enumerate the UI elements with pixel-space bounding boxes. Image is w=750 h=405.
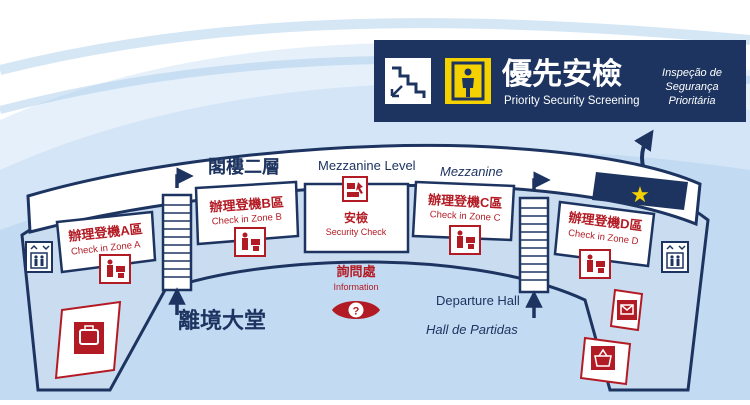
priority-screening-sign: 優先安檢 Priority Security Screening Inspeçã… bbox=[374, 40, 746, 122]
checkin-zone-b-zh: 辦理登機B區 bbox=[209, 194, 284, 214]
checkin-zone-a: 辦理登機A區 Check in Zone A bbox=[55, 210, 157, 284]
information-en: Information bbox=[333, 282, 378, 292]
information-point: 詢問處 Information ? bbox=[332, 264, 380, 319]
security-check-en: Security Check bbox=[326, 227, 387, 237]
priority-title-zh: 優先安檢 bbox=[501, 57, 622, 91]
checkin-zone-c: 辦理登機C區 Check in Zone C bbox=[411, 180, 516, 255]
elevator-right-icon bbox=[661, 241, 689, 273]
mezzanine-label-zh: 閣樓二層 bbox=[208, 156, 280, 177]
svg-text:?: ? bbox=[353, 306, 360, 318]
departure-hall-zh: 離境大堂 bbox=[178, 308, 266, 333]
mezzanine-label-pt: Mezzanine bbox=[440, 164, 503, 179]
departure-hall-pt: Hall de Partidas bbox=[426, 322, 518, 337]
security-check-zh: 安檢 bbox=[344, 210, 368, 225]
priority-title-pt-2: Segurança bbox=[665, 81, 718, 93]
checkin-counter-icon bbox=[234, 227, 266, 257]
escalator-left bbox=[161, 167, 194, 315]
checkin-zone-c-en: Check in Zone C bbox=[430, 209, 501, 224]
priority-star-box: ★ bbox=[592, 172, 688, 210]
elevator-left-icon bbox=[25, 241, 53, 273]
departure-hall-en: Departure Hall bbox=[436, 293, 520, 308]
security-check-icon bbox=[342, 176, 368, 202]
mezzanine-label-en: Mezzanine Level bbox=[318, 158, 416, 173]
checkin-counter-icon bbox=[579, 249, 611, 279]
stairs-down-icon bbox=[390, 66, 426, 98]
checkin-counter-icon bbox=[99, 254, 131, 284]
star-icon: ★ bbox=[630, 182, 650, 207]
checkin-zone-b: 辦理登機B區 Check in Zone B bbox=[194, 180, 300, 257]
checkin-zone-d: 辦理登機D區 Check in Zone D bbox=[553, 200, 656, 279]
information-zh: 詢問處 bbox=[336, 264, 376, 279]
security-scanner-icon bbox=[451, 61, 485, 101]
question-icon: ? bbox=[332, 301, 380, 319]
luggage-facility bbox=[54, 300, 122, 380]
priority-title-pt-3: Prioritária bbox=[668, 95, 715, 107]
checkin-counter-icon bbox=[449, 225, 481, 255]
security-check-area: 安檢 Security Check bbox=[303, 176, 410, 254]
checkin-zone-b-en: Check in Zone B bbox=[211, 212, 282, 228]
escalator-right bbox=[518, 171, 551, 318]
mail-facility bbox=[609, 288, 644, 332]
priority-title-pt-1: Inspeção de bbox=[662, 67, 722, 79]
priority-title-en: Priority Security Screening bbox=[504, 95, 640, 107]
shopping-facility bbox=[579, 336, 632, 386]
checkin-zone-c-zh: 辦理登機C區 bbox=[428, 192, 503, 211]
